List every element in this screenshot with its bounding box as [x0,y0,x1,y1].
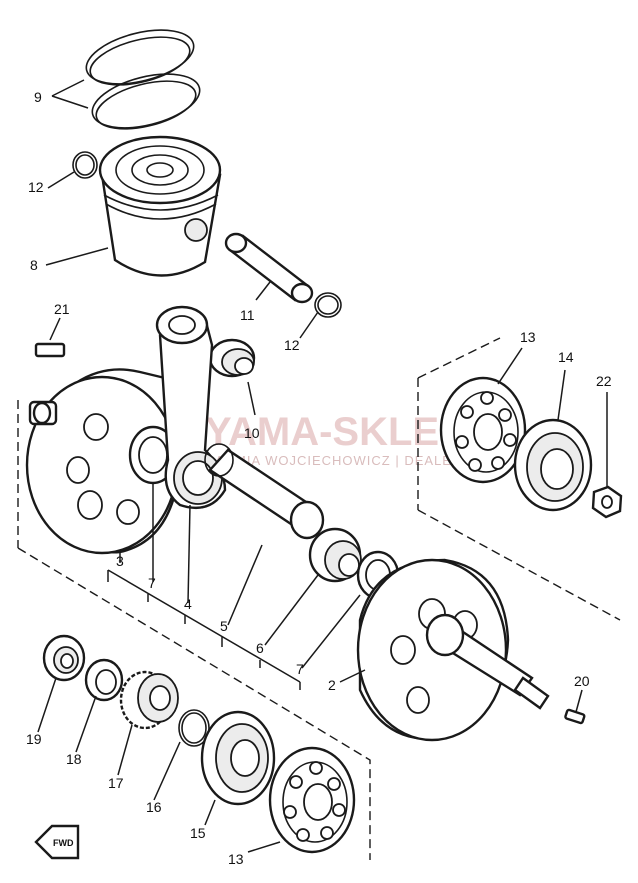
assembly-bracket-lines [17,337,621,860]
leader-lines [37,79,608,853]
callout-6: 6 [256,640,264,656]
piston-rings [85,29,201,130]
callout-3: 3 [116,553,124,569]
piston [98,135,222,277]
callout-15: 15 [190,825,206,841]
piston-pin [224,232,314,304]
right-crank-wheel [356,558,550,742]
callout-13-lower: 13 [228,851,244,867]
oil-seal-right [513,418,593,512]
callout-21: 21 [54,301,70,317]
piston-pin-clip-upper [72,151,98,179]
oil-seal-left [200,710,276,806]
crank-nut [591,485,623,519]
callout-7-right: 7 [296,661,304,677]
collar [42,634,86,682]
callout-11: 11 [240,307,255,323]
callout-17: 17 [108,775,124,791]
callout-12-upper: 12 [28,179,44,195]
callout-10: 10 [244,425,260,441]
callout-16: 16 [146,799,162,815]
callout-7-left: 7 [148,575,156,591]
woodruff-key-right [564,708,586,725]
fwd-label: FWD [53,838,74,848]
woodruff-key [34,342,66,358]
callout-5: 5 [220,618,228,634]
primary-drive-gear [119,670,179,730]
callout-labels: 9 12 8 21 11 12 10 13 14 22 3 7 4 5 6 7 … [26,89,612,867]
callout-20: 20 [574,673,590,689]
callout-14: 14 [558,349,574,365]
callout-12-lower: 12 [284,337,300,353]
callout-2: 2 [328,677,336,693]
watermark-subtext: ARMIA WOJCIECHOWICZ | DEALER [215,453,462,468]
callout-22: 22 [596,373,612,389]
crank-pin [204,443,325,540]
left-crank-wheel [25,368,182,555]
connecting-rod [155,305,227,510]
main-bearing-left [268,746,356,854]
callout-8: 8 [30,257,38,273]
big-end-bearing [308,527,362,583]
callout-13-upper: 13 [520,329,536,345]
fwd-direction-badge: FWD [34,824,80,860]
thrust-washer-left [128,425,178,485]
small-end-bearing [208,338,256,378]
callout-19: 19 [26,731,42,747]
o-ring [178,709,210,747]
main-bearing-right [439,376,527,484]
spacer-washer [84,658,124,702]
piston-pin-clip-lower [314,292,342,318]
callout-9: 9 [34,89,42,105]
callout-4: 4 [184,596,192,612]
callout-18: 18 [66,751,82,767]
